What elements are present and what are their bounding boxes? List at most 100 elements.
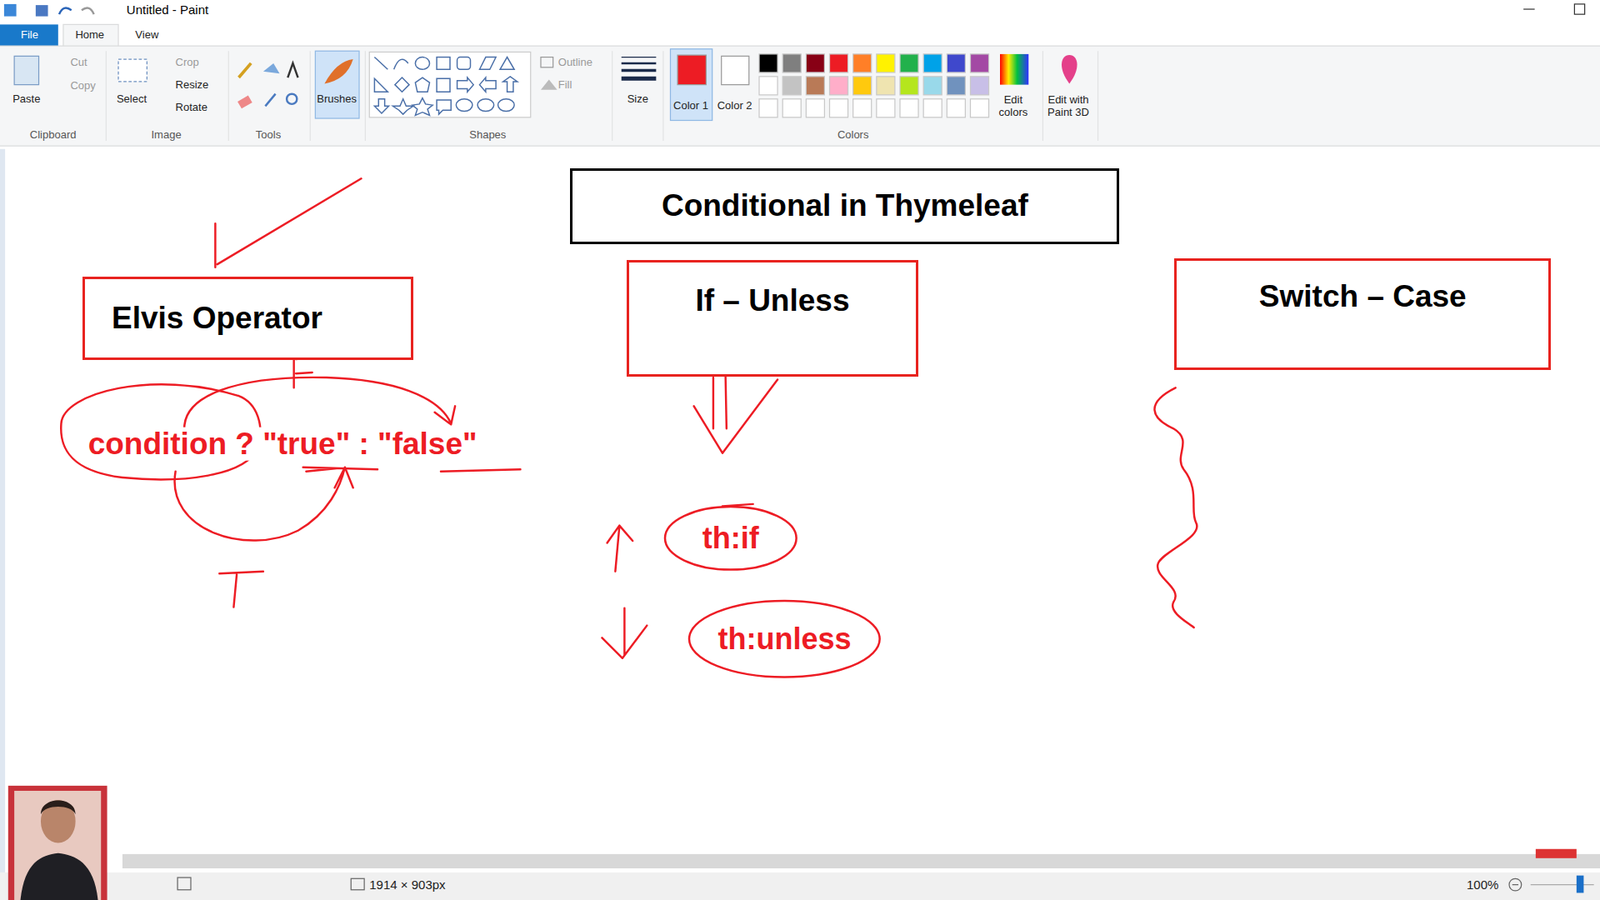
ui-label: Fill xyxy=(558,78,573,90)
f-stroke xyxy=(294,357,319,389)
ribbon xyxy=(0,45,1600,146)
selection-icon xyxy=(177,877,191,890)
ui-label: Copy xyxy=(70,80,95,92)
palette-swatch xyxy=(970,54,989,73)
ui-label: Rotate xyxy=(175,100,208,113)
palette-swatch xyxy=(946,54,965,73)
palette-swatch xyxy=(853,76,872,95)
ellipse-shape xyxy=(665,506,797,570)
save-icon xyxy=(35,5,49,16)
up-arrow xyxy=(607,525,634,572)
palette-swatch xyxy=(782,99,801,118)
ui-label: Outline xyxy=(558,56,593,69)
select-icon xyxy=(118,59,147,82)
fill-icon xyxy=(263,63,280,74)
true-underline xyxy=(303,467,378,472)
palette-swatch xyxy=(900,54,919,73)
file-tab xyxy=(0,24,59,46)
webcam-frame xyxy=(8,785,108,900)
concept-box: If – Unless xyxy=(626,260,919,377)
palette-swatch xyxy=(830,54,849,73)
ui-label: Edit colors xyxy=(992,94,1034,119)
ui-label: View xyxy=(135,28,159,40)
palette-swatch xyxy=(900,76,919,95)
ui-label: Resize xyxy=(175,78,210,90)
ui-label: Tools xyxy=(255,128,281,140)
zoom-out-icon xyxy=(1512,884,1519,885)
undo-icon xyxy=(59,7,72,15)
size-status-icon xyxy=(350,878,365,890)
ui-label: Crop xyxy=(175,56,200,69)
palette-swatch xyxy=(876,54,895,73)
ellipse-node: th:if xyxy=(663,505,799,572)
ui-label: Color 2 xyxy=(715,100,755,112)
concept-box: Switch – Case xyxy=(1174,258,1551,371)
status-bar xyxy=(0,872,1600,900)
color1-highlight xyxy=(670,49,712,121)
ui-label: Colors xyxy=(837,128,870,140)
ui-label: Untitled - Paint xyxy=(126,3,209,18)
palette-swatch xyxy=(759,54,778,73)
ui-label: File xyxy=(20,28,39,40)
ui-label: Brushes xyxy=(316,93,357,105)
concept-box: Elvis Operator xyxy=(82,276,414,360)
palette-swatch xyxy=(805,54,825,73)
title-box: Conditional in Thymeleaf xyxy=(570,168,1120,245)
squiggle-stroke xyxy=(1154,387,1197,628)
ui-label: 1914 × 903px xyxy=(369,877,445,892)
color1-swatch xyxy=(677,55,706,85)
brushes-highlight xyxy=(315,50,360,119)
color2-swatch xyxy=(721,55,750,85)
palette-swatch xyxy=(876,76,895,95)
ui-label: Image xyxy=(151,128,182,140)
restore-icon xyxy=(1574,4,1585,15)
node-label: th:if xyxy=(702,520,760,556)
paste-icon xyxy=(14,55,39,85)
text-icon xyxy=(287,63,298,78)
pencil-icon xyxy=(239,63,252,78)
check-stroke xyxy=(215,178,361,268)
home-tab xyxy=(63,24,119,47)
group-separators xyxy=(105,50,1098,141)
node-label: Switch – Case xyxy=(1259,279,1467,315)
palette-swatch xyxy=(970,76,989,95)
ribbon-line xyxy=(0,45,1600,46)
ui-label: Shapes xyxy=(469,128,506,140)
palette-swatch xyxy=(923,54,942,73)
ui-label: Clipboard xyxy=(30,128,77,140)
false-underline xyxy=(440,469,521,471)
shape-icons xyxy=(374,57,517,116)
ui-label: Size xyxy=(627,93,649,105)
down-arrow xyxy=(694,375,778,454)
fill-icon xyxy=(540,80,558,90)
palette-swatch xyxy=(923,76,942,95)
palette-swatch xyxy=(805,76,825,95)
eraser-icon xyxy=(237,95,253,110)
minimize-icon xyxy=(1523,8,1535,10)
picker-icon xyxy=(265,94,275,107)
node-label: Elvis Operator xyxy=(111,300,323,336)
canvas-edge xyxy=(0,149,5,873)
brush-icon xyxy=(324,59,353,84)
zoom-thumb xyxy=(1576,875,1585,894)
shapes-gallery xyxy=(369,51,530,117)
ellipse-shape xyxy=(689,600,880,678)
node-label: If – Unless xyxy=(695,283,850,319)
t-stroke xyxy=(219,571,264,608)
palette-swatch xyxy=(805,99,825,118)
ui-label: Paste xyxy=(12,93,40,105)
app-icon xyxy=(4,4,17,17)
palette-swatch xyxy=(970,99,989,118)
subscribe-badge xyxy=(1535,849,1577,859)
ui-label: Color 1 xyxy=(671,100,711,112)
palette-swatch xyxy=(946,99,965,118)
magnifier-icon xyxy=(286,94,297,105)
palette-swatch xyxy=(946,76,965,95)
paint3d-icon xyxy=(1061,55,1078,84)
ellipse-node: th:unless xyxy=(687,599,882,680)
palette-swatch xyxy=(830,76,849,95)
palette-swatch xyxy=(853,99,872,118)
redo-icon xyxy=(81,7,95,15)
palette-swatch xyxy=(759,76,778,95)
